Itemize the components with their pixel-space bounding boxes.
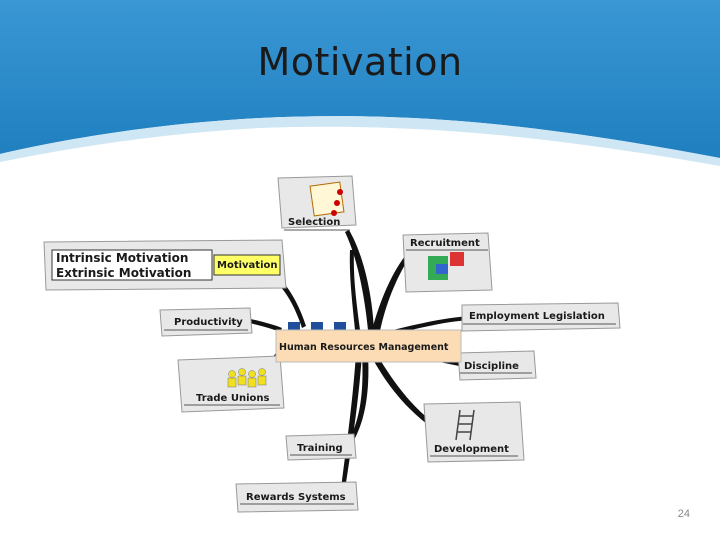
center-marker [311,322,323,330]
branch-label-recruitment: Recruitment [410,238,480,249]
extrinsic-motivation-label: Extrinsic Motivation [56,266,191,280]
page-number: 24 [677,508,690,520]
motivation-branch-label: Motivation [217,260,278,271]
center-marker [334,322,346,330]
branch-label-development: Development [434,444,509,455]
center-node-label: Human Resources Management [279,342,449,353]
rewards-systems-node: Rewards Systems [235,481,359,513]
ladder-icon [455,409,475,441]
branch-label-productivity: Productivity [174,317,243,328]
productivity-node: Productivity [159,307,253,337]
employment-legislation-node: Employment Legislation [461,302,621,332]
branch-label-trade-unions: Trade Unions [196,393,269,404]
selection-node: Selection [277,175,357,231]
trade-unions-node: Trade Unions [177,355,285,413]
motivation-types-box: Intrinsic Motivation Extrinsic Motivatio… [43,239,287,291]
center-node: Human Resources Management [275,322,462,363]
recruitment-node: Recruitment [402,232,493,293]
development-node: Development [423,401,525,463]
training-node: Training [285,433,357,461]
discipline-node: Discipline [457,350,537,381]
header-band [0,0,720,166]
center-marker [288,322,300,330]
branch-label-training: Training [297,443,343,454]
branch-label-employment-legislation: Employment Legislation [469,311,605,322]
intrinsic-motivation-label: Intrinsic Motivation [56,251,188,265]
branch-label-discipline: Discipline [464,361,519,372]
branch-label-selection: Selection [288,217,340,228]
branch-label-rewards-systems: Rewards Systems [246,492,346,503]
slide-title: Motivation [257,40,463,84]
